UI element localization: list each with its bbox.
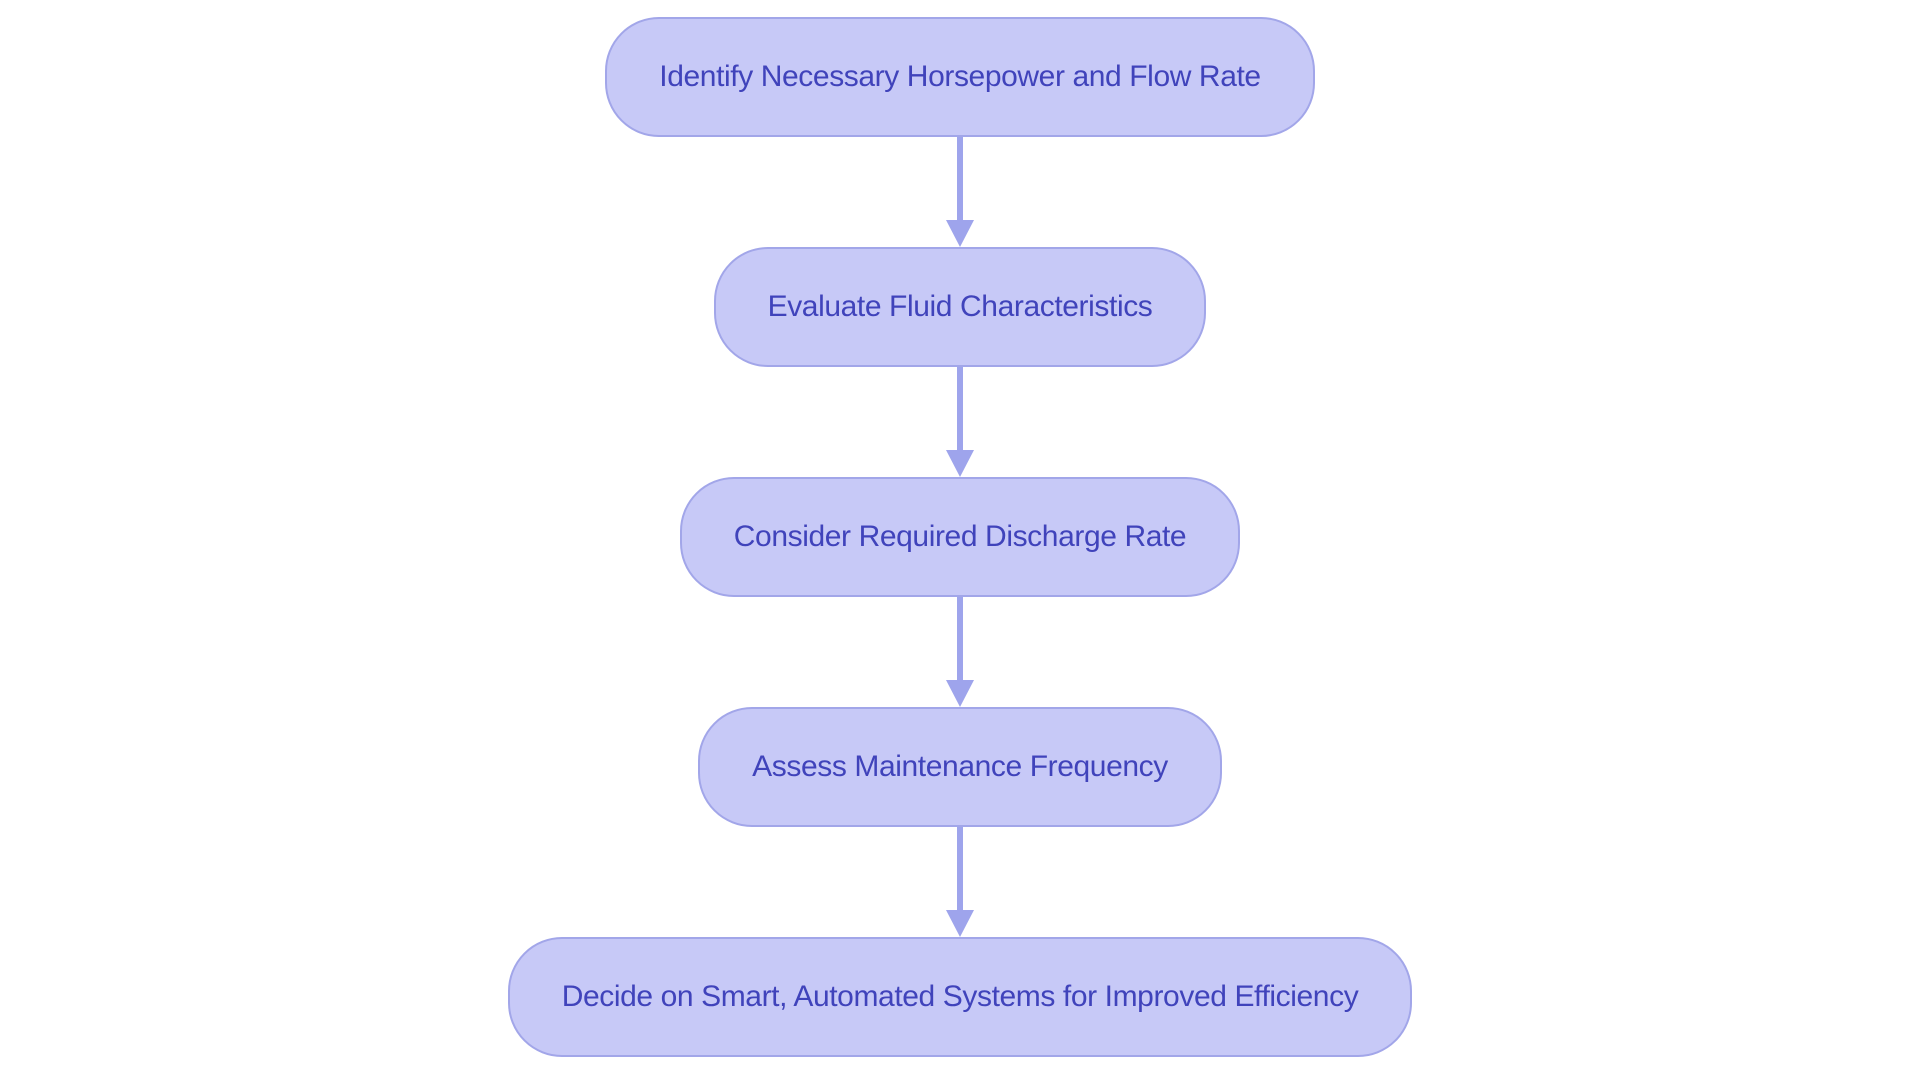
- flow-connector-3: [946, 597, 974, 707]
- arrow-line: [957, 367, 963, 450]
- arrow-line: [957, 137, 963, 220]
- arrow-down-icon: [946, 910, 974, 937]
- flow-connector-1: [946, 137, 974, 247]
- flow-node-evaluate-fluid-characteristics: Evaluate Fluid Characteristics: [713, 247, 1207, 367]
- arrow-down-icon: [946, 450, 974, 477]
- flow-node-decide-smart-automated-systems: Decide on Smart, Automated Systems for I…: [507, 937, 1413, 1057]
- arrow-line: [957, 827, 963, 910]
- arrow-down-icon: [946, 220, 974, 247]
- flow-node-consider-discharge-rate: Consider Required Discharge Rate: [679, 477, 1241, 597]
- arrow-line: [957, 597, 963, 680]
- arrow-down-icon: [946, 680, 974, 707]
- flowchart: Identify Necessary Horsepower and Flow R…: [507, 17, 1413, 1057]
- flow-connector-4: [946, 827, 974, 937]
- flow-node-assess-maintenance-frequency: Assess Maintenance Frequency: [698, 707, 1222, 827]
- flow-connector-2: [946, 367, 974, 477]
- flow-node-identify-horsepower-flow-rate: Identify Necessary Horsepower and Flow R…: [605, 17, 1315, 137]
